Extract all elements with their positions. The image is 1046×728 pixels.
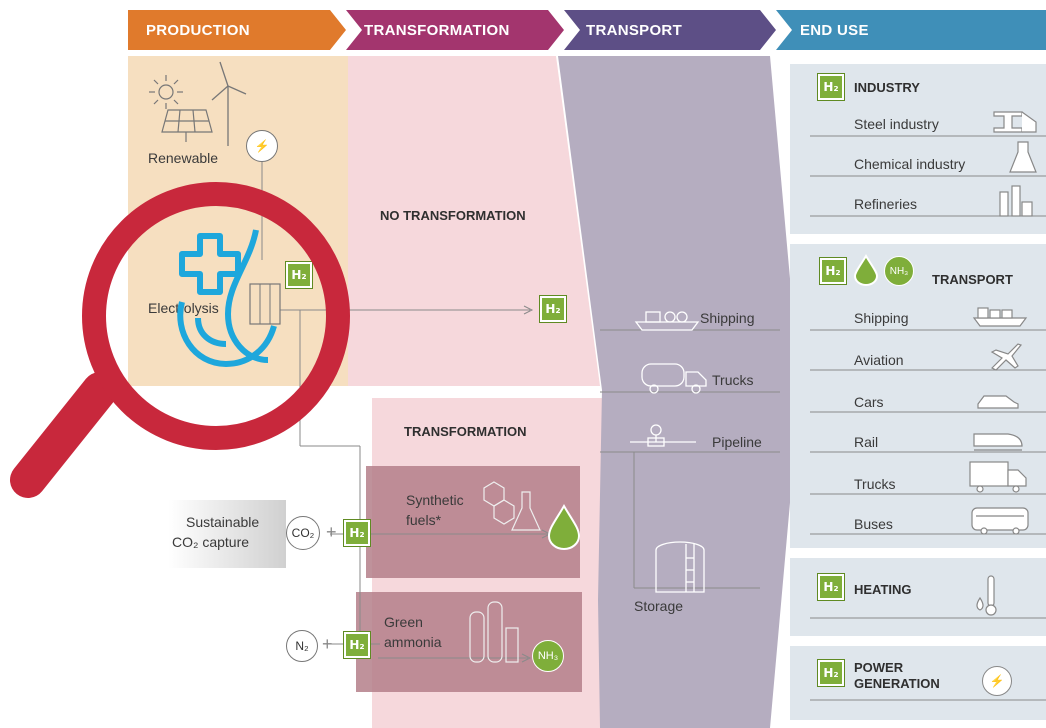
pipeline-icon [630, 424, 696, 447]
synthetic-fuels-line2: fuels* [406, 512, 442, 528]
green-drop-icon [853, 254, 879, 286]
transport-shipping-label: Shipping [700, 310, 755, 326]
power-heading-line2: GENERATION [854, 676, 940, 691]
car-icon [977, 395, 1019, 409]
end-use-item-rail: Rail [854, 434, 879, 450]
h2-badge-production: H₂ [285, 261, 313, 289]
refinery-icon [999, 185, 1033, 217]
green-ammonia-line2: ammonia [384, 634, 442, 650]
end-use-item-buses: Buses [854, 516, 893, 532]
h2-badge-industry: H₂ [817, 73, 845, 101]
power-heading-line1: POWER [854, 660, 904, 675]
co2-molecule: CO₂ [286, 516, 320, 550]
no-transformation-heading: NO TRANSFORMATION [380, 208, 526, 223]
h2-badge-transport: H₂ [819, 257, 847, 285]
header-transport: TRANSPORT [586, 21, 683, 39]
industry-item-chemical: Chemical industry [854, 156, 966, 172]
flask-icon [483, 481, 541, 531]
plus-sign-co2: + [326, 522, 337, 542]
end-use-item-trucks: Trucks [854, 476, 896, 492]
ship-icon-end-use [972, 307, 1028, 327]
wind-turbine-icon [211, 61, 247, 146]
ammonia-tank-icon [469, 601, 519, 663]
bus-icon [971, 507, 1029, 535]
flask-icon-industry [1009, 141, 1037, 173]
end-use-item-cars: Cars [854, 394, 884, 410]
fuel-drop-icon [547, 503, 581, 550]
transport-pipeline-label: Pipeline [712, 434, 762, 450]
header-bar [128, 10, 1046, 50]
sun-icon [149, 75, 183, 109]
power-lightning-icon: ⚡ [982, 666, 1012, 696]
lightning-icon: ⚡ [246, 130, 278, 162]
h2-badge-no-transformation: H₂ [539, 295, 567, 323]
end-use-item-aviation: Aviation [854, 352, 904, 368]
h2-badge-heating: H₂ [817, 573, 845, 601]
green-ammonia-line1: Green [384, 614, 423, 630]
transport-trucks-label: Trucks [712, 372, 754, 388]
solar-panel-icon [161, 109, 213, 142]
thermometer-icon [976, 575, 997, 616]
magnifier-icon [10, 182, 350, 498]
transformation-heading: TRANSFORMATION [404, 424, 527, 439]
nh3-molecule: NH₃ [532, 640, 564, 672]
hydrogen-search-logo-icon [177, 229, 277, 367]
nh3-badge-transport: NH₃ [884, 256, 914, 286]
header-end-use: END USE [800, 21, 869, 39]
storage-tank-icon [655, 541, 705, 593]
sustainable-label: Sustainable [186, 514, 260, 530]
header-production: PRODUCTION [146, 21, 250, 39]
end-use-item-shipping: Shipping [854, 310, 909, 326]
heating-heading: HEATING [854, 582, 912, 597]
industry-item-refineries: Refineries [854, 196, 918, 212]
synthetic-fuels-line1: Synthetic [406, 492, 464, 508]
n2-molecule: N₂ [286, 630, 318, 662]
truck-icon [641, 363, 707, 394]
co2-capture-label: CO₂ capture [172, 534, 250, 550]
transport-storage-label: Storage [634, 598, 684, 614]
transport-end-use-heading: TRANSPORT [932, 272, 1013, 287]
renewable-label: Renewable [148, 150, 219, 166]
industry-heading: INDUSTRY [854, 80, 920, 95]
h2-badge-co2: H₂ [343, 519, 371, 547]
plus-sign-n2: + [322, 634, 333, 654]
steel-beam-icon [993, 111, 1037, 133]
header-transformation: TRANSFORMATION [364, 21, 510, 39]
electrolyser-icon [249, 283, 281, 325]
truck-icon-end-use [969, 461, 1027, 493]
industry-item-steel: Steel industry [854, 116, 939, 132]
train-icon [973, 433, 1023, 451]
ship-icon [634, 311, 700, 331]
h2-badge-power: H₂ [817, 659, 845, 687]
h2-badge-n2: H₂ [343, 631, 371, 659]
airplane-icon [990, 343, 1023, 371]
